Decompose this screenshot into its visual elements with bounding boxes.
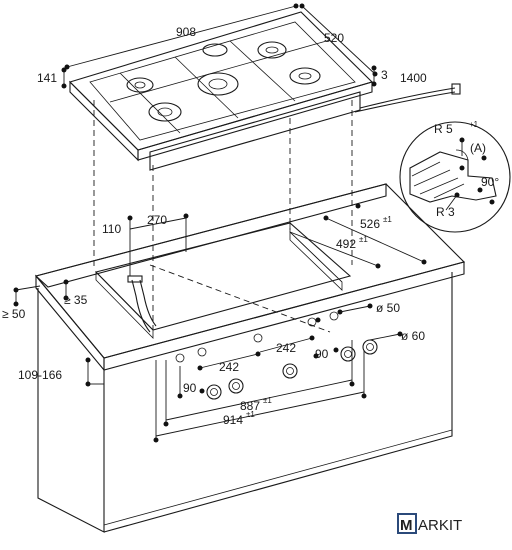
detail-marker: (A) <box>470 141 486 155</box>
tol-914: ±1 <box>246 410 255 419</box>
tol-526: ±1 <box>383 215 392 224</box>
detail-profile <box>409 151 497 203</box>
cabinet-dimensions: 110 270 526 ±1 492 ±1 ≥ 35 ≥ 50 ø 5 <box>2 203 427 443</box>
tol-887: ±1 <box>263 396 272 405</box>
countertop-front-edge <box>103 261 465 371</box>
cooktop-side-edge <box>137 81 373 161</box>
knob-3[interactable] <box>282 363 298 379</box>
label-hole-60: ø 60 <box>401 329 425 343</box>
label-242-right: 242 <box>276 341 296 355</box>
detail-radius-top-tol: +1 <box>469 120 479 129</box>
label-edge-35: ≥ 35 <box>64 293 88 307</box>
mount-holes <box>175 311 339 363</box>
label-hole-50: ø 50 <box>376 301 400 315</box>
label-492: 492 <box>336 237 356 251</box>
knob-4[interactable] <box>340 346 356 362</box>
burner-back-center <box>202 43 228 57</box>
label-914: 914 <box>223 413 243 427</box>
label-110: 110 <box>102 222 121 236</box>
burner-back-left <box>126 77 154 93</box>
control-panel <box>175 311 378 400</box>
cable-plug <box>451 83 461 95</box>
label-3: 3 <box>381 68 388 82</box>
label-edge-50: ≥ 50 <box>2 307 26 321</box>
dim-141: 141 <box>37 67 67 89</box>
power-cable <box>359 87 456 109</box>
label-526: 526 <box>360 217 380 231</box>
gas-pipe <box>131 279 151 333</box>
label-242-left: 242 <box>219 360 239 374</box>
projection-lines <box>93 100 353 333</box>
dim-3: 3 <box>371 65 388 87</box>
tol-492: ±1 <box>359 235 368 244</box>
countertop-back-rim <box>34 183 387 288</box>
label-520: 520 <box>324 31 344 45</box>
label-90-left: 90 <box>183 381 197 395</box>
cooktop-underbody <box>149 91 361 171</box>
label-908: 908 <box>176 25 196 39</box>
dim-908: 908 <box>64 3 299 70</box>
knob-1[interactable] <box>206 384 222 400</box>
brand-logo-letter: M <box>400 517 413 534</box>
brand-logo-text: ARKIT <box>418 517 462 534</box>
knob-2[interactable] <box>228 378 244 394</box>
knob-5[interactable] <box>362 339 378 355</box>
burner-front-left <box>148 102 182 122</box>
burner-front-center <box>197 72 239 96</box>
label-1400: 1400 <box>400 71 427 85</box>
detail-circle <box>399 121 511 233</box>
cabinet-left-side <box>37 288 105 533</box>
detail-a: R 5 +1 (A) 90° R 3 <box>399 120 511 233</box>
label-270: 270 <box>147 213 167 227</box>
detail-angle: 90° <box>481 175 499 189</box>
label-887: 887 <box>240 399 260 413</box>
label-141: 141 <box>37 71 57 85</box>
detail-radius-bottom: R 3 <box>436 205 455 219</box>
cooktop-front-edge <box>69 80 139 162</box>
label-109-166: 109-166 <box>18 368 62 382</box>
cabinet-front <box>103 272 453 533</box>
cabinet <box>34 183 466 533</box>
brand-logo-frame <box>397 513 417 534</box>
burner-back-right <box>257 41 287 59</box>
countertop-left-edge <box>35 274 105 372</box>
brand-logo: M ARKIT <box>397 513 462 534</box>
cooktop <box>68 11 461 171</box>
burner-front-right <box>289 67 321 85</box>
detail-radius-top: R 5 <box>434 122 453 136</box>
label-90-right: 90 <box>315 347 329 361</box>
